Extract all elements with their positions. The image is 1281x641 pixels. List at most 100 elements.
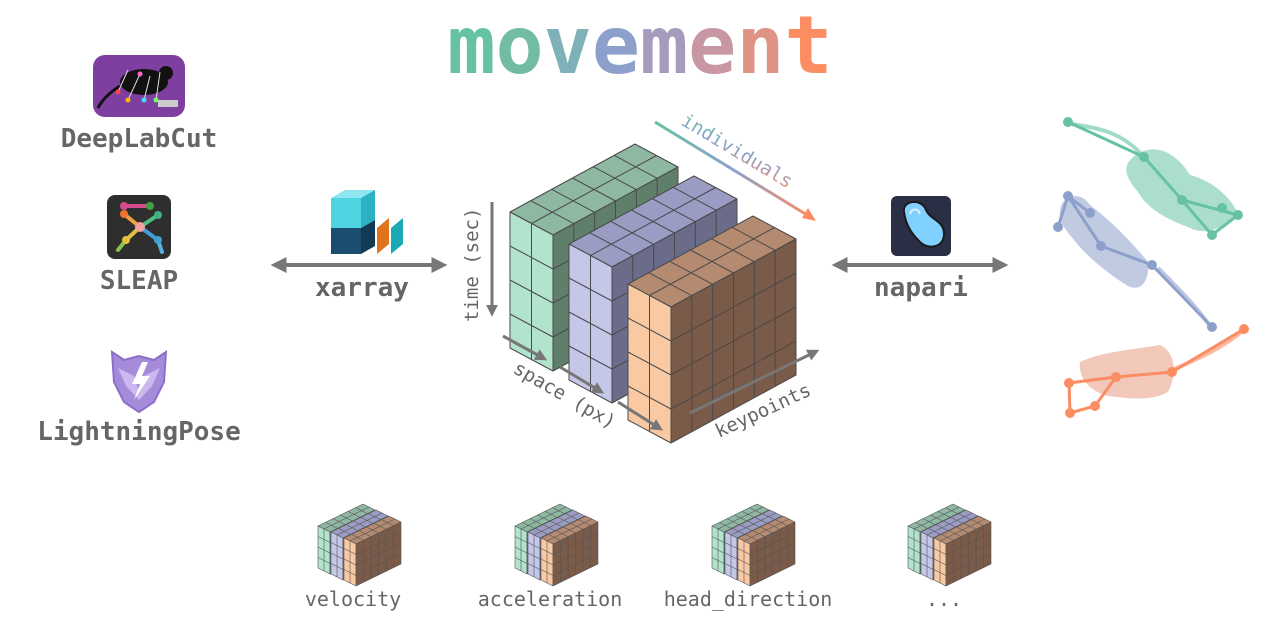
mini-slab-orange-side-gridline (945, 532, 992, 555)
derived-cube-acceleration (514, 503, 599, 587)
mini-slab-orange-front-gridline (343, 558, 357, 566)
mini-slab-green-front-gridline (317, 557, 331, 564)
slab-orange-top-gridline (731, 226, 776, 251)
mini-slab-orange-front-gridline (933, 558, 947, 566)
derived-label-more: ... (926, 587, 962, 611)
mini-slab-orange-top-gridline (941, 534, 954, 541)
slab-orange-top-gridline (669, 260, 713, 285)
mini-slab-green-front-gridline (514, 557, 528, 564)
napari-icon (891, 196, 951, 256)
slab-purple-top-gridline (610, 220, 654, 245)
mini-slab-purple-top-gridline (557, 517, 571, 524)
derived-label-acceleration: acceleration (478, 587, 623, 611)
mini-slab-purple-top-gridline (565, 513, 578, 520)
slab-purple-top-gridline (589, 232, 634, 257)
converter-label-napari: napari (874, 273, 968, 303)
mini-slab-orange-front-gridline (540, 558, 554, 566)
mini-slab-purple-top-gridline (935, 524, 949, 531)
mini-slab-green-top-gridline (347, 511, 361, 518)
mini-slab-purple-top-gridline (353, 520, 366, 528)
mini-slab-green-top-gridline (945, 507, 958, 514)
mini-slab-green-top-gridline (529, 518, 543, 525)
slab-orange-side-gridline (670, 340, 797, 410)
mini-slab-orange-top-gridline (366, 526, 379, 534)
title-letter: e (688, 0, 736, 92)
mini-slab-green-front-gridline (711, 536, 725, 543)
slab-purple-top-gridline (672, 186, 717, 211)
mini-slab-green-top-gridline (719, 522, 732, 529)
mini-slab-green-top-gridline (332, 518, 346, 525)
mini-slab-orange-top-gridline (752, 530, 766, 537)
keypoints-axis-arrow (689, 349, 820, 415)
mini-slab-purple-front-gridline (724, 563, 738, 570)
mini-slab-orange-side-gridline (749, 553, 796, 576)
mini-slab-orange-front-gridline (540, 548, 554, 555)
mini-slab-purple-front-gridline (330, 542, 344, 549)
space-axis-arrow-3 (617, 400, 664, 431)
page-title: movement (447, 0, 832, 92)
mini-slab-purple-front-gridline (920, 563, 934, 570)
mini-slab-orange-side-gridline (355, 532, 402, 555)
mini-slab-green-front-gridline (317, 536, 331, 543)
slab-orange-front-gridline (627, 351, 672, 376)
slab-green-front-gridline (509, 313, 554, 338)
mini-slab-orange-top-gridline (760, 526, 773, 534)
individuals-arrow-head (802, 208, 816, 221)
mini-slab-green-top-gridline (937, 511, 951, 518)
title-letter: n (736, 0, 784, 92)
converter-label-xarray: xarray (315, 273, 409, 303)
mini-slab-green-front-gridline (907, 536, 921, 543)
slab-orange-top-gridline (711, 238, 755, 263)
mini-slab-green-front-gridline (907, 546, 921, 554)
mini-slab-orange-top-gridline (745, 534, 758, 541)
mini-slab-purple-top-gridline (762, 513, 775, 520)
mini-slab-green-front-gridline (514, 536, 528, 543)
mini-slab-orange-top-gridline (358, 530, 372, 537)
slab-green-front-gridline (509, 245, 554, 270)
mini-slab-orange-front-gridline (343, 569, 357, 576)
slab-green-front-gridline (509, 279, 554, 304)
mini-slab-orange-top-gridline (956, 526, 969, 534)
slab-green-top-gridline (530, 200, 575, 225)
mini-slab-green-top-gridline (741, 511, 755, 518)
mini-slab-orange-top-gridline (767, 523, 781, 530)
mini-slab-purple-top-gridline (943, 520, 956, 528)
mini-slab-orange-top-gridline (963, 523, 977, 530)
mini-slab-orange-side-gridline (552, 532, 599, 555)
slab-green-top-gridline (613, 154, 658, 179)
mini-slab-orange-top-gridline (578, 519, 591, 526)
mini-slab-orange-top-gridline (563, 526, 576, 534)
mini-slab-purple-top-gridline (950, 517, 964, 524)
mini-slab-purple-top-gridline (958, 513, 971, 520)
slab-orange-top-gridline (648, 272, 693, 297)
mini-slab-orange-top-gridline (548, 534, 561, 541)
mini-slab-purple-front-gridline (724, 552, 738, 560)
mini-slab-purple-front-gridline (724, 542, 738, 549)
derived-cube-velocity (317, 503, 402, 587)
slab-purple-front-gridline (568, 277, 613, 302)
mini-slab-green-front-gridline (711, 557, 725, 564)
mini-slab-orange-front-gridline (737, 569, 751, 576)
derived-cube-more (907, 503, 992, 587)
slab-purple-top-gridline (652, 198, 696, 223)
mini-slab-purple-top-gridline (739, 524, 753, 531)
mini-slab-orange-top-gridline (351, 534, 364, 541)
derived-label-head-direction: head_direction (664, 587, 833, 611)
space-axis-arrow-1 (502, 334, 548, 361)
mini-slab-orange-front-gridline (343, 548, 357, 555)
source-label-sleap: SLEAP (100, 266, 178, 296)
mini-slab-purple-top-gridline (747, 520, 760, 528)
title-letter: t (785, 0, 833, 92)
mini-slab-green-top-gridline (915, 522, 928, 529)
slab-purple-front-gridline (568, 311, 613, 336)
mini-slab-purple-top-gridline (368, 513, 381, 520)
mini-slab-green-top-gridline (537, 514, 550, 522)
mini-slab-purple-top-gridline (338, 528, 351, 535)
mini-slab-orange-side-gridline (749, 542, 796, 566)
slab-orange-side-gridline (670, 306, 797, 376)
mini-slab-green-top-gridline (552, 507, 565, 514)
animal-skeleton-green (1063, 117, 1243, 240)
slab-green-top-gridline (551, 188, 595, 213)
mini-slab-orange-side-gridline (945, 553, 992, 576)
